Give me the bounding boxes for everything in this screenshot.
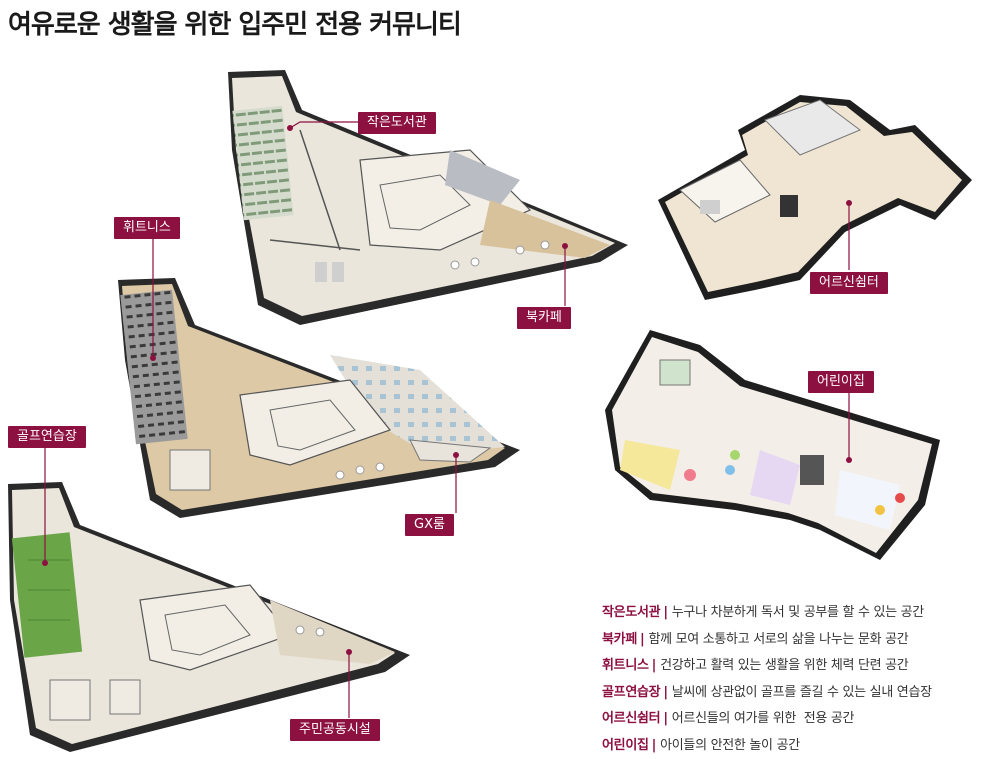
plan-library-bookcafe <box>228 70 628 325</box>
label-daycare: 어린이집 <box>808 371 874 393</box>
legend: 작은도서관|누구나 차분하게 독서 및 공부를 할 수 있는 공간 북카페|함께… <box>602 600 997 759</box>
label-senior: 어르신쉼터 <box>810 272 888 294</box>
plan-daycare <box>605 330 940 560</box>
legend-item-book-cafe: 북카페|함께 모여 소통하고 서로의 삶을 나누는 문화 공간 <box>602 631 909 647</box>
leader-dots <box>42 125 852 655</box>
legend-item-golf: 골프연습장|날씨에 상관없이 골프를 즐길 수 있는 실내 연습장 <box>602 684 932 700</box>
label-community: 주민공동시설 <box>290 719 380 741</box>
legend-item-daycare: 어린이집|아이들의 안전한 놀이 공간 <box>602 737 800 753</box>
label-golf: 골프연습장 <box>8 426 86 448</box>
label-fitness: 휘트니스 <box>114 217 180 239</box>
plan-golf-community <box>8 482 410 752</box>
page-title: 여유로운 생활을 위한 입주민 전용 커뮤니티 <box>8 10 462 40</box>
legend-item-senior: 어르신쉼터|어르신들의 여가를 위한 전용 공간 <box>602 711 855 726</box>
leader-lines <box>44 121 850 718</box>
label-book-cafe: 북카페 <box>517 307 571 329</box>
legend-item-library: 작은도서관|누구나 차분하게 독서 및 공부를 할 수 있는 공간 <box>602 605 924 620</box>
plan-senior <box>658 95 972 300</box>
legend-item-fitness: 휘트니스|건강하고 활력 있는 생활을 위한 체력 단련 공간 <box>602 658 909 673</box>
label-gx-room: GX룸 <box>405 514 454 536</box>
label-library: 작은도서관 <box>358 112 436 134</box>
plan-fitness-gx <box>118 278 520 518</box>
